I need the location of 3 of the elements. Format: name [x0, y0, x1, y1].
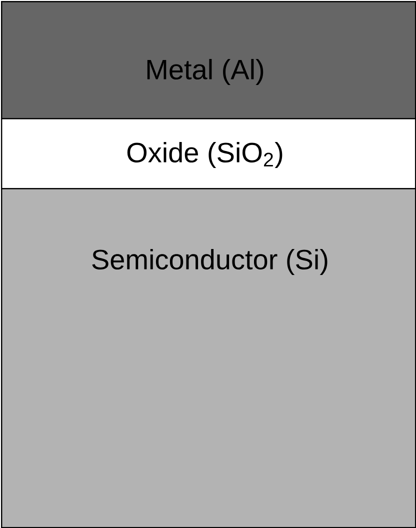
layer-band: Metal (Al): [1, 1, 416, 120]
layer-band: Oxide (SiO$_{2}$): [1, 118, 416, 190]
layer-band: Semiconductor (Si): [1, 188, 416, 528]
